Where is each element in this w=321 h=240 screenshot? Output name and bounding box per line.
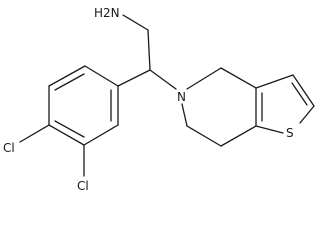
pip-bond-ch2b-ch2c: [186, 125, 222, 147]
side-chain-bonds: [117, 14, 177, 90]
bond-ch2-ch: [147, 29, 151, 71]
piperidine-ring: [181, 67, 257, 147]
benzene-bond-1: [84, 65, 119, 87]
thio-bond-s-c7a: [255, 125, 284, 134]
thio-bond-c2-s: [299, 105, 315, 124]
benzene-bond-5: [83, 124, 119, 146]
benzene-double-bond-1: [54, 73, 85, 91]
benzene-ring: [48, 65, 119, 146]
amine-label: H2N: [94, 6, 120, 20]
thio-bond-c3-c2: [292, 74, 315, 107]
bond-ch-n: [149, 69, 177, 90]
bond-c-cl-para: [19, 124, 50, 143]
benzene-double-bond-2: [54, 120, 85, 138]
thio-double-bond-2: [291, 82, 308, 106]
pip-bond-ch2c-n: [181, 103, 188, 127]
bond-ch-aryl: [117, 69, 151, 87]
pip-bond-n-ch2a: [186, 67, 222, 90]
benzene-bond-4: [48, 124, 85, 146]
thiophene-ring: [255, 74, 315, 134]
ring-nitrogen-label: N: [177, 90, 186, 104]
chlorine-para-label: Cl: [3, 141, 15, 155]
chemical-structure-diagram: H2N N S Cl Cl: [3, 6, 315, 193]
chlorine-bonds: [19, 124, 85, 177]
benzene-bond-2: [48, 65, 86, 87]
chlorine-meta-label: Cl: [77, 179, 89, 193]
structure-canvas: H2N N S Cl Cl: [3, 6, 315, 193]
thio-bond-c3a-c3: [255, 74, 294, 89]
sulfur-label: S: [286, 126, 294, 140]
pip-bond-ch2a-c3a: [220, 67, 257, 89]
bond-amine-ch2: [122, 14, 149, 31]
pip-bond-c7a-ch2b: [220, 125, 257, 147]
